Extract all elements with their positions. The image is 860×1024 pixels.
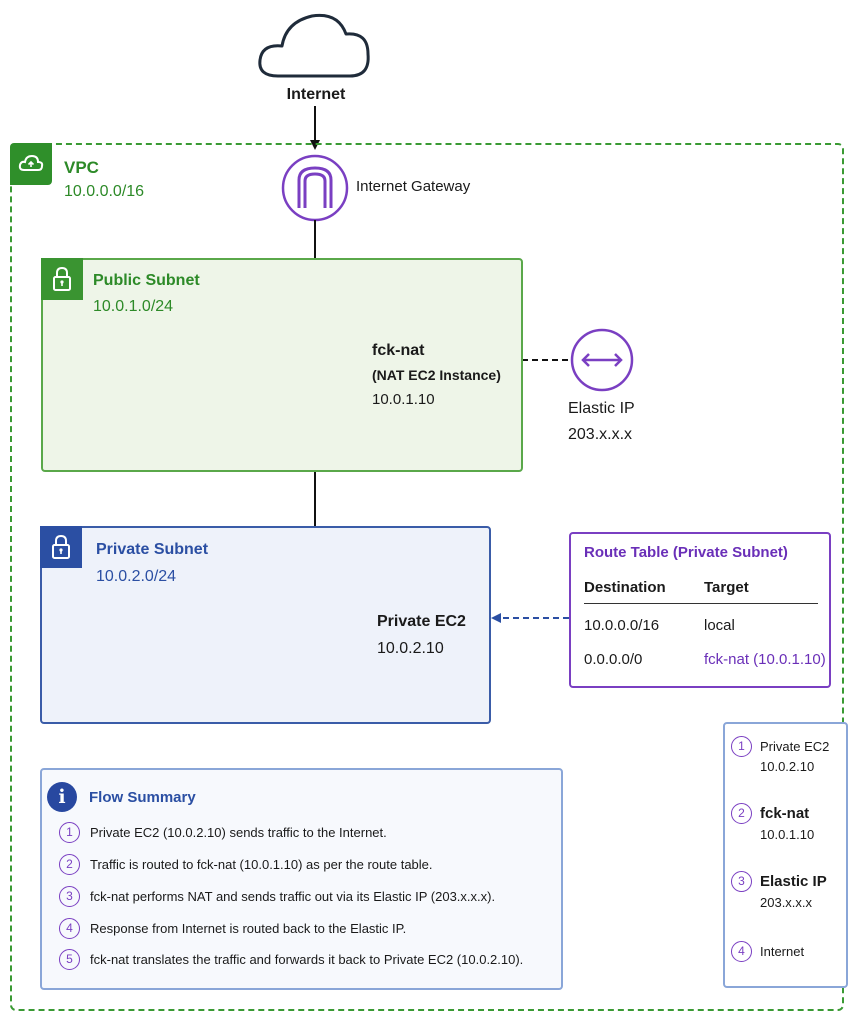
flow-summary-title: Flow Summary xyxy=(89,789,196,806)
route-table-divider xyxy=(584,603,818,604)
flow-step-text: fck-nat performs NAT and sends traffic o… xyxy=(90,889,496,904)
private-ec2-ip: 10.0.2.10 xyxy=(377,640,444,657)
flow-step-text: Traffic is routed to fck-nat (10.0.1.10)… xyxy=(90,857,433,872)
step-number-badge: 1 xyxy=(59,822,80,843)
public-subnet-lock-icon xyxy=(41,258,83,300)
flow-summary-panel xyxy=(40,768,563,990)
sequence-step-sub: 10.0.1.10 xyxy=(760,827,815,842)
route-table-header-target: Target xyxy=(704,579,749,596)
sequence-step-sub: 10.0.2.10 xyxy=(760,759,815,774)
route-table-row-destination: 0.0.0.0/0 xyxy=(584,651,643,668)
step-number-badge: 4 xyxy=(59,918,80,939)
sequence-number-badge: 4 xyxy=(731,941,752,962)
flow-step-text: Response from Internet is routed back to… xyxy=(90,921,407,936)
elastic-ip-address: 203.x.x.x xyxy=(568,426,633,443)
vpc-cloud-icon xyxy=(10,143,52,185)
vpc-cidr: 10.0.0.0/16 xyxy=(64,183,145,200)
route-table-row-destination: 10.0.0.0/16 xyxy=(584,617,660,634)
sequence-step-name: fck-nat xyxy=(760,805,810,822)
private-subnet-cidr: 10.0.2.0/24 xyxy=(96,568,177,585)
nat-instance-subtitle: (NAT EC2 Instance) xyxy=(372,367,501,383)
step-number-badge: 5 xyxy=(59,949,80,970)
elastic-ip-label: Elastic IP xyxy=(568,400,635,417)
sequence-step-name: Internet xyxy=(760,944,805,959)
private-ec2-name: Private EC2 xyxy=(377,613,466,630)
private-subnet-lock-icon xyxy=(40,526,82,568)
internet-label: Internet xyxy=(286,86,346,103)
route-table-box xyxy=(569,532,831,688)
nat-instance-ip: 10.0.1.10 xyxy=(372,391,435,408)
step-number-badge: 2 xyxy=(59,854,80,875)
private-subnet-box xyxy=(40,526,491,724)
vpc-boundary xyxy=(10,143,844,1011)
internet-cloud-icon xyxy=(258,13,370,78)
sequence-step-name: Elastic IP xyxy=(760,873,827,890)
public-subnet-title: Public Subnet xyxy=(93,272,200,289)
sequence-number-badge: 3 xyxy=(731,871,752,892)
flow-step-text: fck-nat translates the traffic and forwa… xyxy=(90,952,524,967)
step-number-badge: 3 xyxy=(59,886,80,907)
vpc-title: VPC xyxy=(64,158,99,177)
route-table-row-target: local xyxy=(704,617,735,634)
elastic-ip-icon xyxy=(570,328,634,392)
sequence-number-badge: 2 xyxy=(731,803,752,824)
sequence-step-sub: 203.x.x.x xyxy=(760,895,813,910)
route-table-header-destination: Destination xyxy=(584,579,666,596)
internet-gateway-label: Internet Gateway xyxy=(356,178,471,195)
public-subnet-box xyxy=(41,258,523,472)
flow-step-text: Private EC2 (10.0.2.10) sends traffic to… xyxy=(90,825,387,840)
private-subnet-title: Private Subnet xyxy=(96,541,209,558)
info-icon: i xyxy=(47,782,77,812)
sequence-step-name: Private EC2 xyxy=(760,739,830,754)
sequence-number-badge: 1 xyxy=(731,736,752,757)
nat-instance-name: fck-nat xyxy=(372,342,425,359)
route-table-title: Route Table (Private Subnet) xyxy=(584,544,788,561)
public-subnet-cidr: 10.0.1.0/24 xyxy=(93,298,174,315)
route-table-row-target: fck-nat (10.0.1.10) xyxy=(704,651,826,668)
